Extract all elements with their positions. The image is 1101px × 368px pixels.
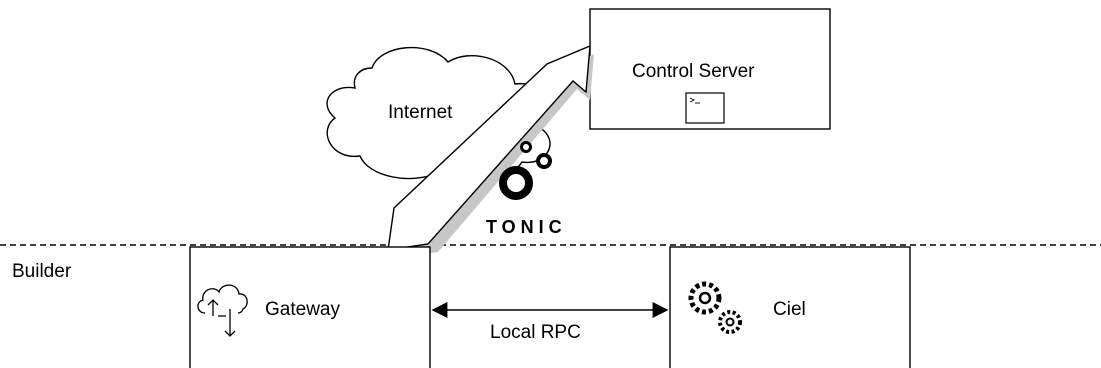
cloud-upload-download-icon bbox=[197, 284, 248, 337]
gears-icon bbox=[688, 281, 742, 334]
ciel-label: Ciel bbox=[773, 299, 806, 320]
tonic-logo bbox=[499, 141, 552, 200]
gateway-box bbox=[189, 246, 431, 368]
builder-zone-label: Builder bbox=[12, 261, 72, 282]
tonic-logo-text: TONIC bbox=[486, 217, 567, 237]
gateway-label: Gateway bbox=[265, 299, 340, 320]
terminal-icon bbox=[685, 92, 725, 124]
local-rpc-label: Local RPC bbox=[490, 322, 581, 343]
control-server-label: Control Server bbox=[632, 61, 755, 82]
internet-label: Internet bbox=[388, 102, 453, 123]
